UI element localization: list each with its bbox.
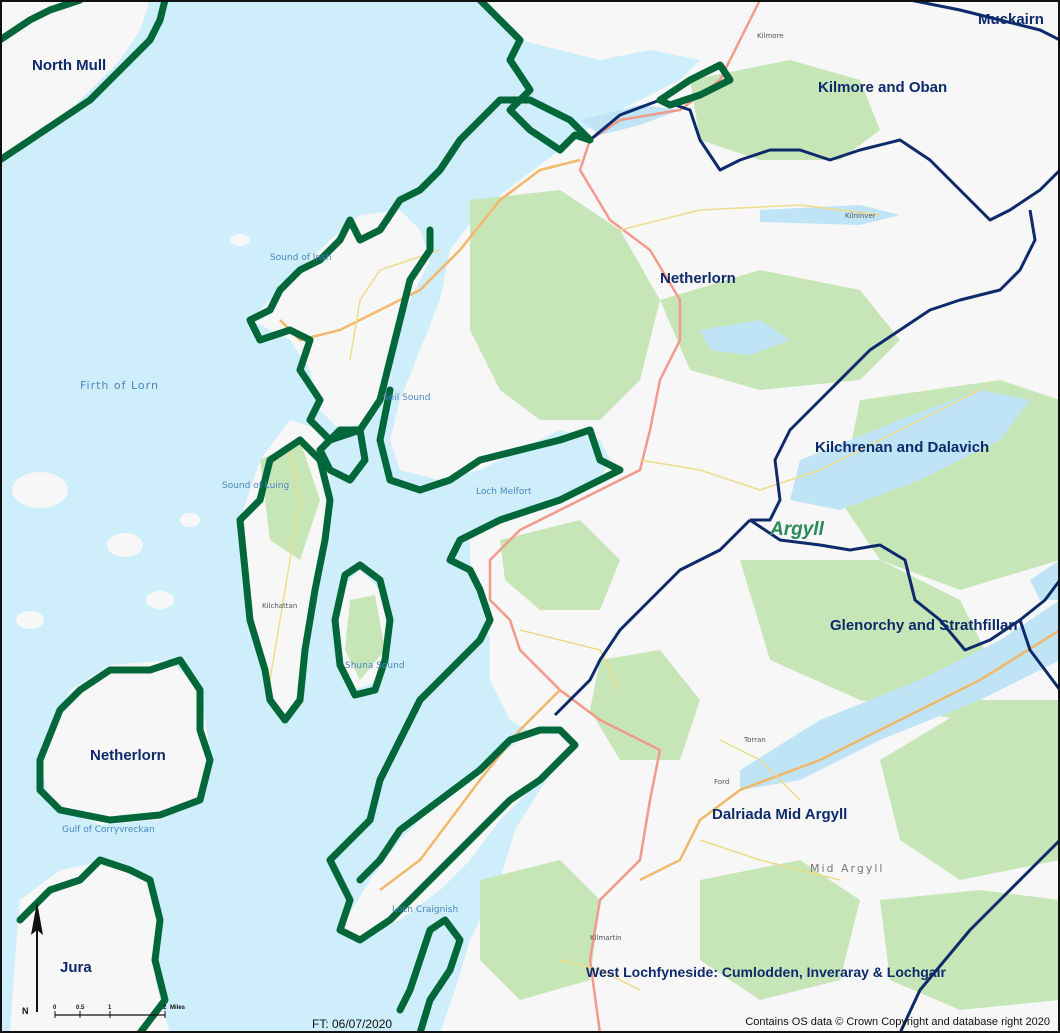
road-b844 [279,158,581,342]
ward-label-netherlorn-main: Netherlorn [660,270,736,287]
water-label-shuna-sound: Shuna Sound [345,661,405,671]
road-b-east [639,628,1060,882]
ward-label-west-lochfyneside: West Lochfyneside: Cumlodden, Inveraray … [586,964,946,980]
water-label-loch-craignish: Loch Craignish [392,905,458,915]
water-label-gulf-of-corryvreckan: Gulf of Corryvreckan [62,825,155,835]
svg-text:2: 2 [163,1005,167,1011]
footer-date: FT: 06/07/2020 [312,1017,392,1031]
water-label-firth-of-lorn: Firth of Lorn [80,379,159,392]
area-label: Mid Argyll [810,862,884,875]
north-arrow: N [22,902,43,1016]
settlement-label-kilninver: Kilninver [845,212,876,220]
svg-text:0: 0 [53,1005,57,1011]
ward-label-kilchrenan: Kilchrenan and Dalavich [815,439,989,456]
ward-label-glenorchy: Glenorchy and Strathfillan [830,617,1018,634]
settlement-label-kilmartin: Kilmartin [590,934,622,942]
roads [269,0,1060,1033]
copyright-notice: Contains OS data © Crown Copyright and d… [745,1016,1050,1028]
settlement-label-kilchattan: Kilchattan [262,602,297,610]
scale-bar: 0 0.5 1 2 Miles [53,1005,186,1018]
road-b-south [379,689,561,891]
water-label-sound-of-insh: Sound of Insh [270,253,332,263]
ward-label-muckairn: Muckairn [978,11,1044,28]
small-islands [12,234,250,629]
mull-land [0,0,150,160]
ward-label-kilmore-oban: Kilmore and Oban [818,79,947,96]
lochs [580,105,1060,790]
svg-text:0.5: 0.5 [76,1005,85,1011]
council-boundary [0,0,734,1033]
ward-label-jura: Jura [60,959,92,976]
ward-label-north-mull: North Mull [32,57,106,74]
svg-text:Miles: Miles [170,1005,186,1011]
ward-label-dalriada: Dalriada Mid Argyll [712,806,847,823]
scarba-island [40,660,210,825]
settlement-label-torran: Torran [743,736,766,744]
settlement-label-kilmore: Kilmore [757,32,784,40]
settlement-label-ford: Ford [714,778,729,786]
water-label-seil-sound: Seil Sound [383,393,430,403]
water-label-sound-of-luing: Sound of Luing [222,481,289,491]
region-label: Argyll [769,519,825,540]
svg-text:N: N [22,1006,29,1016]
ward-label-netherlorn-island: Netherlorn [90,747,166,764]
water-label-loch-melfort: Loch Melfort [476,487,532,497]
svg-text:1: 1 [108,1005,112,1011]
ward-boundaries [553,0,1060,1033]
craignish-peninsula [340,730,575,940]
jura-island [10,860,170,1033]
